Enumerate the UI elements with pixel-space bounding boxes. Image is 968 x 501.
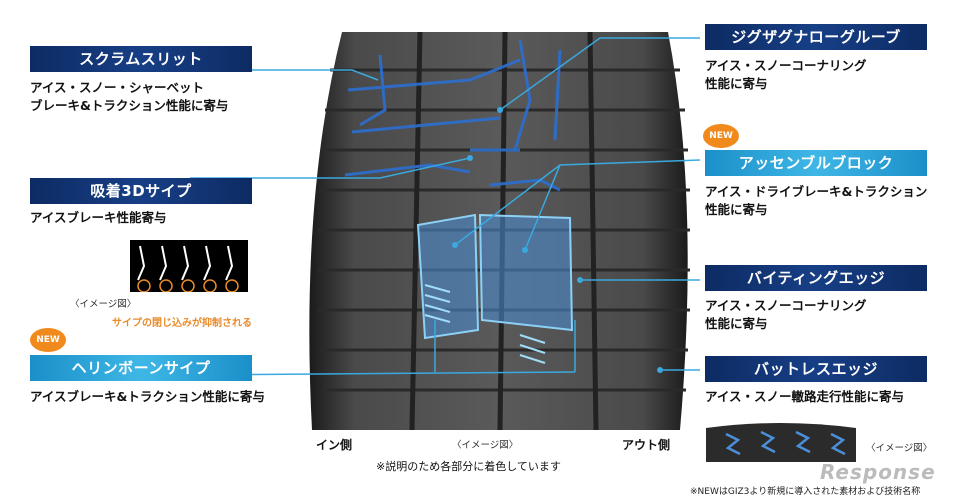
assemble-block-desc-2: 性能に寄与 — [705, 202, 768, 217]
outer-side-label: アウト側 — [622, 438, 671, 452]
zigzag-groove-desc-1: アイス・スノーコーナリング — [705, 58, 867, 73]
herringbone-sipe-desc: アイスブレーキ&トラクション性能に寄与 — [30, 389, 265, 404]
adsorption-3d-sipe-label: 吸着3Dサイプ — [30, 178, 252, 204]
scrum-slit-desc-1: アイス・スノー・シャーベット — [30, 80, 205, 95]
buttress-image-label: 〈イメージ図〉 — [866, 443, 933, 454]
buttress-edge-label: バットレスエッジ — [705, 356, 927, 382]
sipe-caption: サイプの閉じ込みが抑制される — [112, 318, 252, 329]
new-badge-right: NEW — [703, 124, 739, 148]
new-badge-left: NEW — [30, 328, 66, 352]
buttress-inset-image — [706, 423, 856, 462]
biting-edge-desc-2: 性能に寄与 — [705, 316, 768, 331]
sipe-inset-image — [130, 240, 248, 292]
assemble-block-label: アッセンブルブロック — [705, 150, 927, 176]
adsorption-3d-sipe-desc: アイスブレーキ性能寄与 — [30, 210, 167, 225]
scrum-slit-desc-2: ブレーキ&トラクション性能に寄与 — [30, 98, 229, 113]
sipe-image-label: 〈イメージ図〉 — [70, 299, 137, 310]
tire-image-label: 〈イメージ図〉 — [452, 440, 519, 451]
inner-side-label: イン側 — [316, 438, 353, 452]
buttress-edge-desc: アイス・スノー轍路走行性能に寄与 — [705, 389, 905, 404]
herringbone-sipe-label: ヘリンボーンサイプ — [30, 355, 252, 381]
new-footnote: ※NEWはGIZ3より新規に導入された素材および技術名称 — [690, 487, 921, 497]
coloring-note: ※説明のため各部分に着色しています — [376, 460, 561, 473]
biting-edge-desc-1: アイス・スノーコーナリング — [705, 298, 867, 313]
assemble-block-desc-1: アイス・ドライブレーキ&トラクション — [705, 184, 928, 199]
zigzag-groove-desc-2: 性能に寄与 — [705, 76, 768, 91]
biting-edge-label: バイティングエッジ — [705, 265, 927, 291]
response-watermark: Response — [820, 460, 936, 484]
zigzag-groove-label: ジグザグナローグルーブ — [705, 24, 927, 50]
scrum-slit-label: スクラムスリット — [30, 46, 252, 72]
